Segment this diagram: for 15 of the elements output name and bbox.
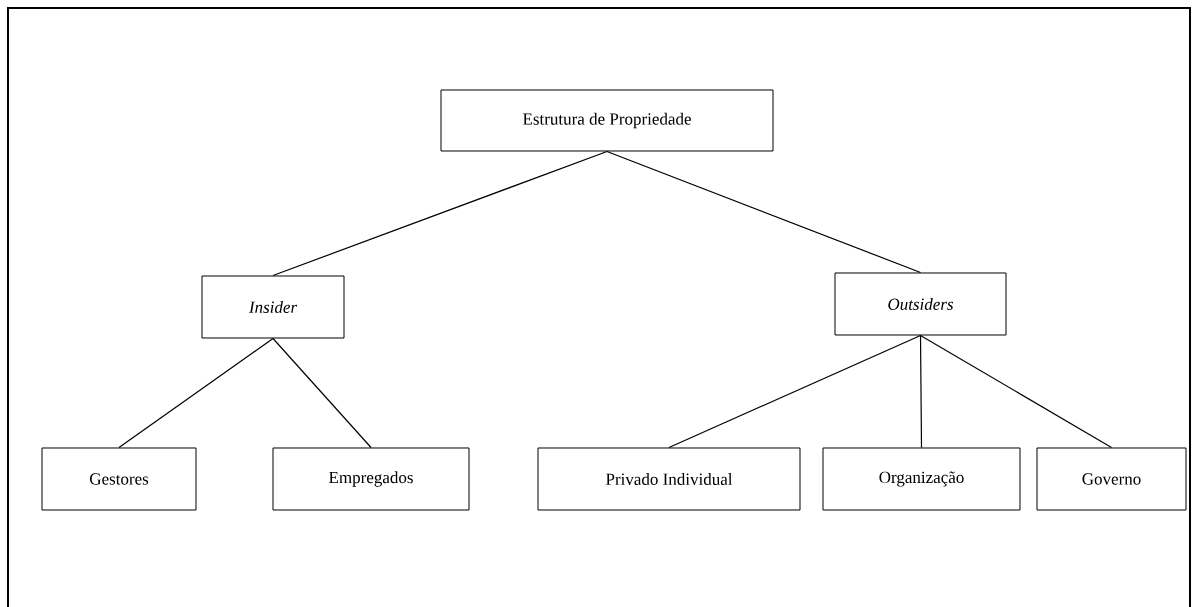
text-box: Insider (201, 275, 345, 339)
connector-line (606, 150, 922, 274)
text-box: Gestores (41, 447, 197, 511)
text-box: Empregados (272, 447, 470, 511)
text-box: Estrutura de Propriedade (440, 89, 774, 152)
text-box: Privado Individual (537, 447, 801, 511)
text-box: Governo (1036, 447, 1187, 511)
connector-line (919, 334, 923, 449)
connector-line (272, 337, 372, 449)
text-box: Outsiders (834, 272, 1007, 336)
text-box: Organização (822, 447, 1021, 511)
connector-line (668, 334, 922, 449)
connector-line (118, 337, 274, 449)
connector-line (919, 334, 1113, 449)
connector-line (272, 150, 608, 277)
